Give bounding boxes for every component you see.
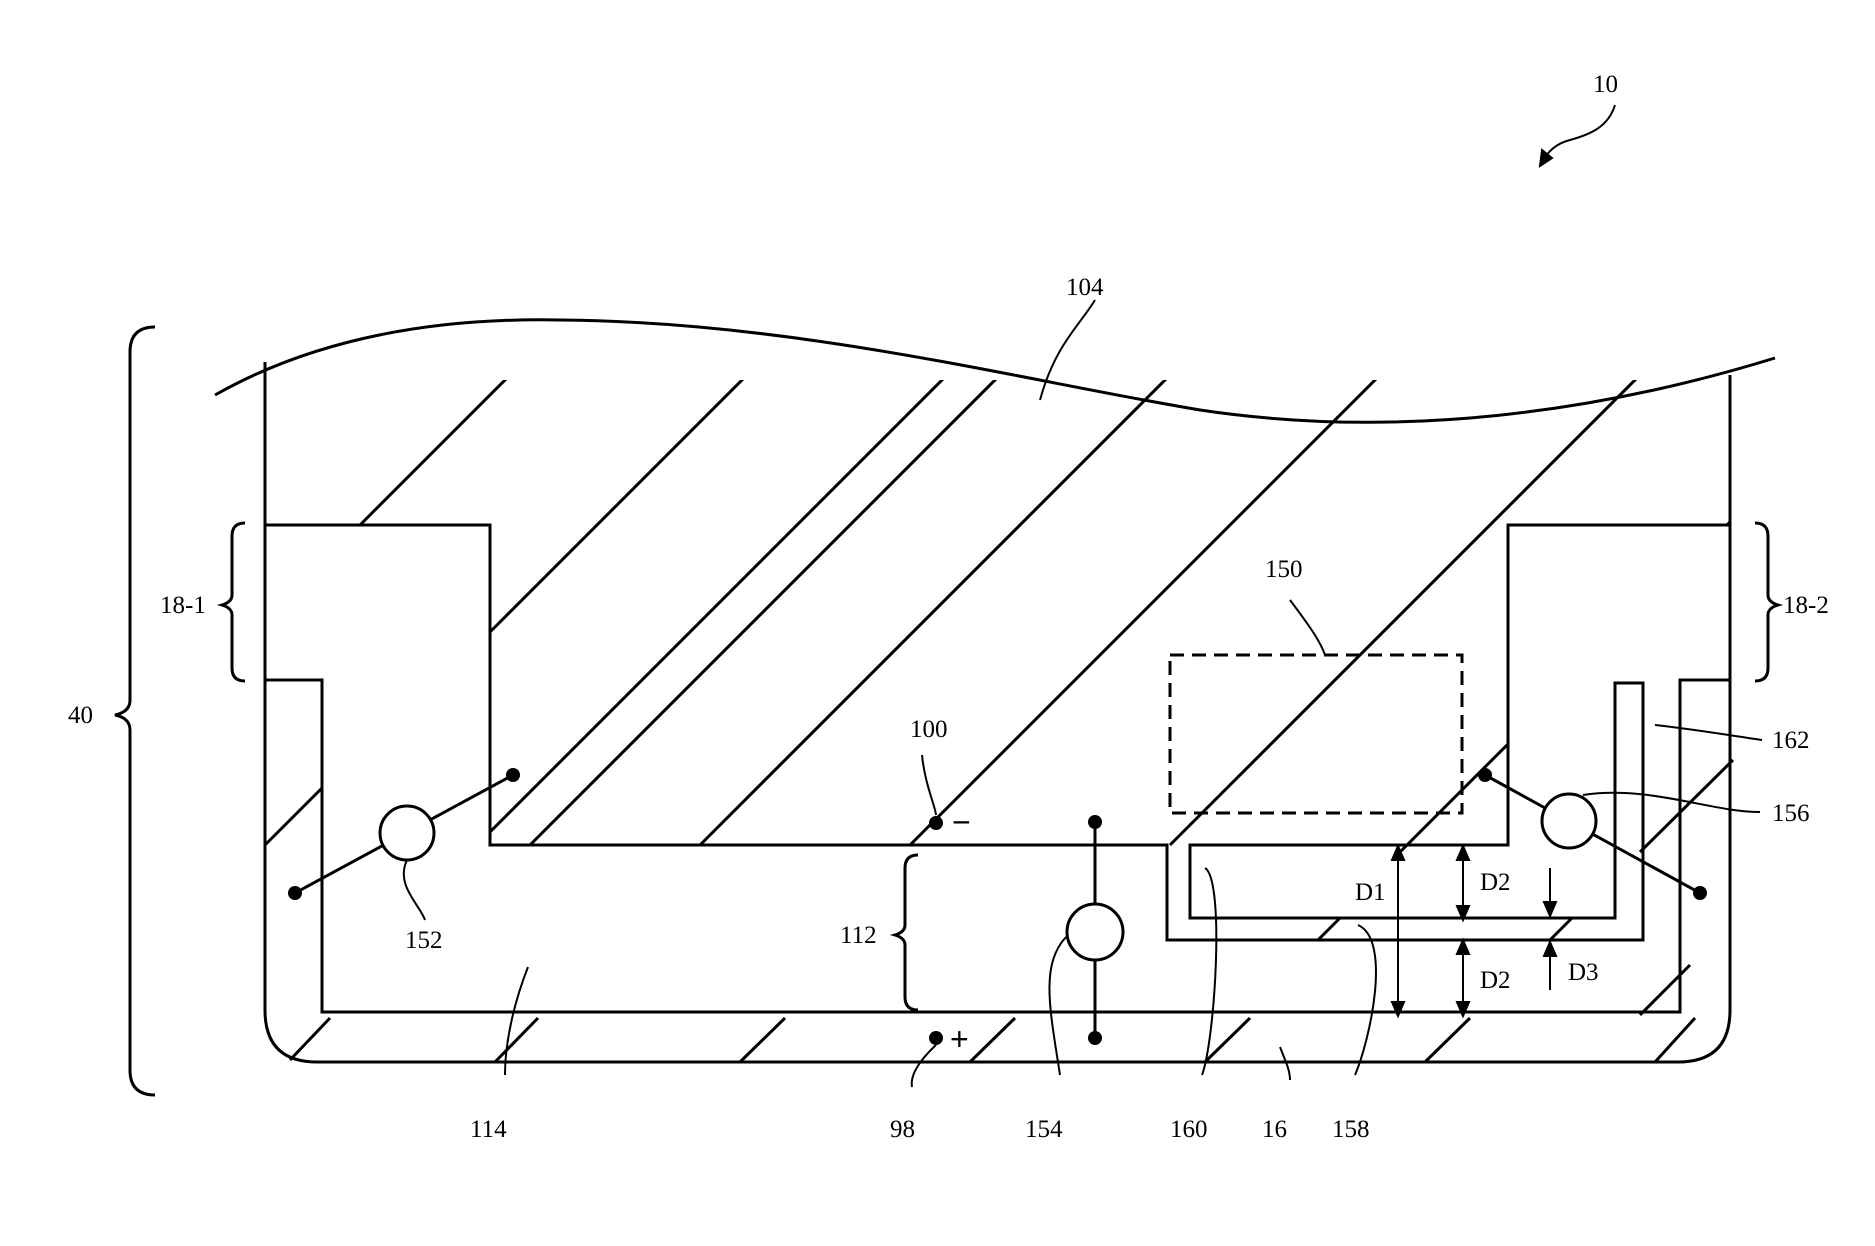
label-162: 162	[1772, 727, 1810, 754]
electrode-98-dot	[929, 1031, 943, 1045]
dimension-arrows	[1392, 846, 1556, 1016]
label-16: 16	[1262, 1116, 1287, 1143]
right-protrusion	[1167, 525, 1730, 940]
brackets	[115, 327, 1778, 1095]
bracket-18-1	[222, 523, 245, 681]
electrolyte-hatching	[360, 165, 1730, 852]
label-d2-lower: D2	[1480, 967, 1511, 994]
label-18-1: 18-1	[160, 592, 206, 619]
label-152: 152	[405, 927, 443, 954]
label-10: 10	[1593, 71, 1618, 98]
label-154: 154	[1025, 1116, 1063, 1143]
structure-outline	[215, 320, 1775, 1062]
label-114: 114	[470, 1116, 507, 1143]
electrolyte-top-boundary	[215, 320, 1775, 422]
label-d3: D3	[1568, 959, 1599, 986]
bracket-112	[895, 855, 918, 1010]
label-d2-upper: D2	[1480, 869, 1511, 896]
electrode-100-dot	[929, 816, 943, 830]
label-158: 158	[1332, 1116, 1370, 1143]
outer-enclosure	[265, 362, 1730, 1062]
bracket-18-2	[1755, 523, 1778, 681]
negative-symbol: −	[952, 804, 971, 840]
substrate-hatching	[290, 1018, 1695, 1062]
reference-labels: 10 104 40 18-1 18-2 150 100 162 156 152 …	[68, 71, 1829, 1143]
label-104: 104	[1066, 274, 1104, 301]
window-region-150	[1170, 655, 1462, 813]
bracket-40	[115, 327, 155, 1095]
side-hatching	[265, 760, 1733, 1015]
dimension-labels: D1 D2 D2 D3	[1355, 869, 1599, 994]
positive-symbol: +	[950, 1021, 969, 1057]
label-d1: D1	[1355, 879, 1386, 906]
label-18-2: 18-2	[1783, 592, 1829, 619]
label-112: 112	[840, 922, 877, 949]
label-156: 156	[1772, 800, 1810, 827]
resistor-156	[1478, 768, 1707, 900]
label-160: 160	[1170, 1116, 1208, 1143]
label-40: 40	[68, 702, 93, 729]
label-98: 98	[890, 1116, 915, 1143]
label-150: 150	[1265, 556, 1303, 583]
label-100: 100	[910, 716, 948, 743]
